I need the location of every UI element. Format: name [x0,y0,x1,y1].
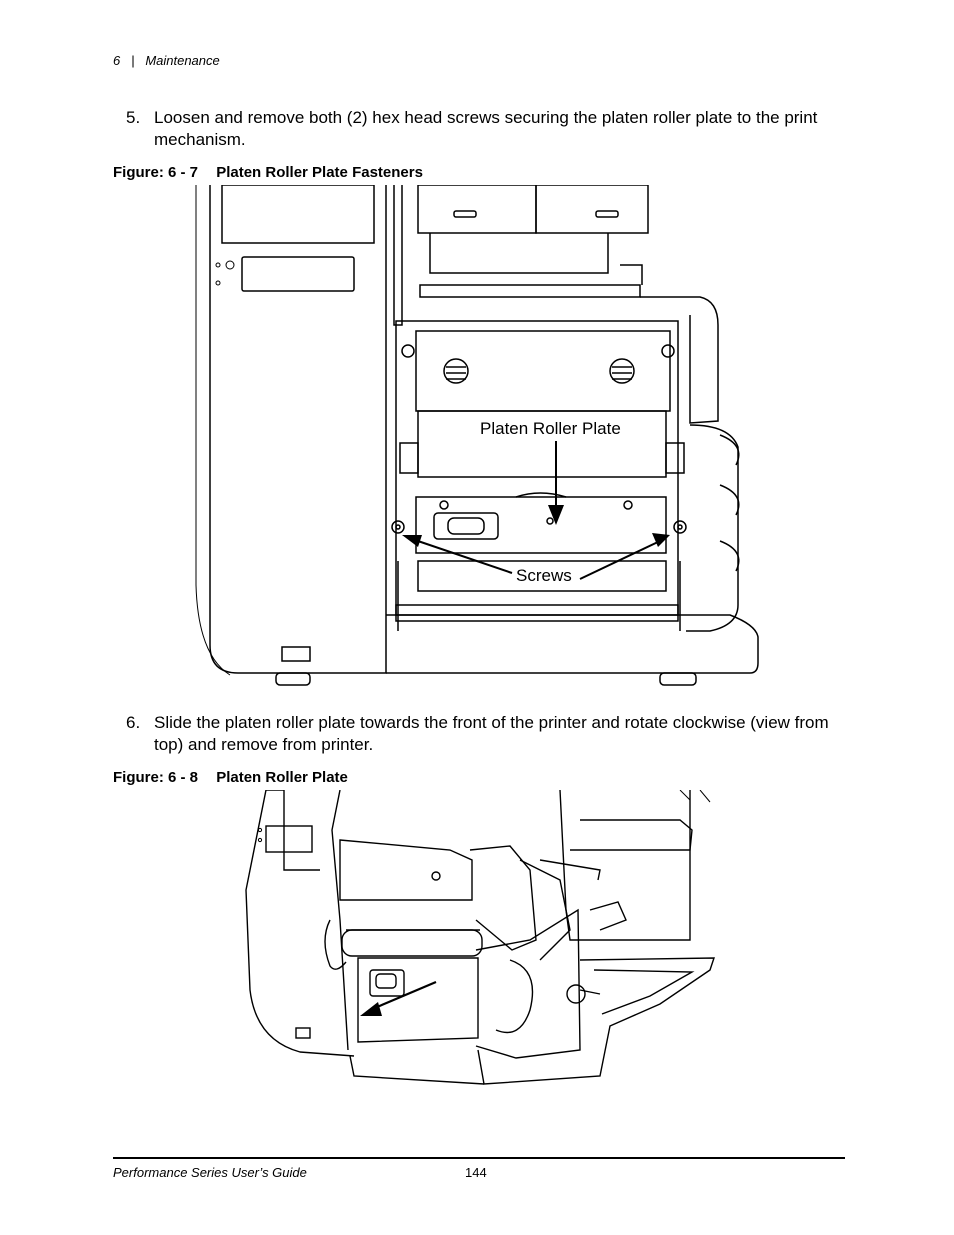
chapter-number: 6 [113,53,121,68]
screw-icon [391,520,405,534]
step-number: 6. [126,713,141,732]
vent-icon [609,358,635,384]
figure-caption-6-8: Figure: 6 - 8 Platen Roller Plate [113,769,348,786]
screw-icon [673,520,687,534]
figure-label: Figure: 6 - 7 [113,164,199,181]
callout-screws: Screws [516,566,572,585]
figure-title: Platen Roller Plate [216,769,348,786]
step-6: 6. Slide the platen roller plate towards… [126,712,846,756]
callout-platen-roller-plate: Platen Roller Plate [480,419,621,438]
chapter-title: Maintenance [145,53,220,68]
led-indicator-icon [215,262,221,268]
step-number: 5. [126,108,141,127]
running-header: 6 | Maintenance [113,53,220,68]
page-number: 144 [465,1165,487,1180]
figure-title: Platen Roller Plate Fasteners [216,164,423,181]
step-text: Loosen and remove both (2) hex head scre… [154,108,818,149]
figure-6-7-illustration: Platen Roller Plate Screws [195,185,759,686]
vent-icon [443,358,469,384]
footer-guide-title: Performance Series User’s Guide [113,1165,307,1180]
header-separator: | [131,53,135,68]
figure-caption-6-7: Figure: 6 - 7 Platen Roller Plate Fasten… [113,164,423,181]
serial-port-icon [375,973,397,989]
power-icon [225,260,235,270]
step-5: 5. Loosen and remove both (2) hex head s… [126,107,846,151]
footer-rule [113,1157,845,1159]
figure-6-8-illustration [245,790,715,1085]
step-text: Slide the platen roller plate towards th… [154,713,829,754]
knob-icon [566,984,586,1004]
figure-label: Figure: 6 - 8 [113,769,199,786]
serial-port-icon [447,517,485,535]
